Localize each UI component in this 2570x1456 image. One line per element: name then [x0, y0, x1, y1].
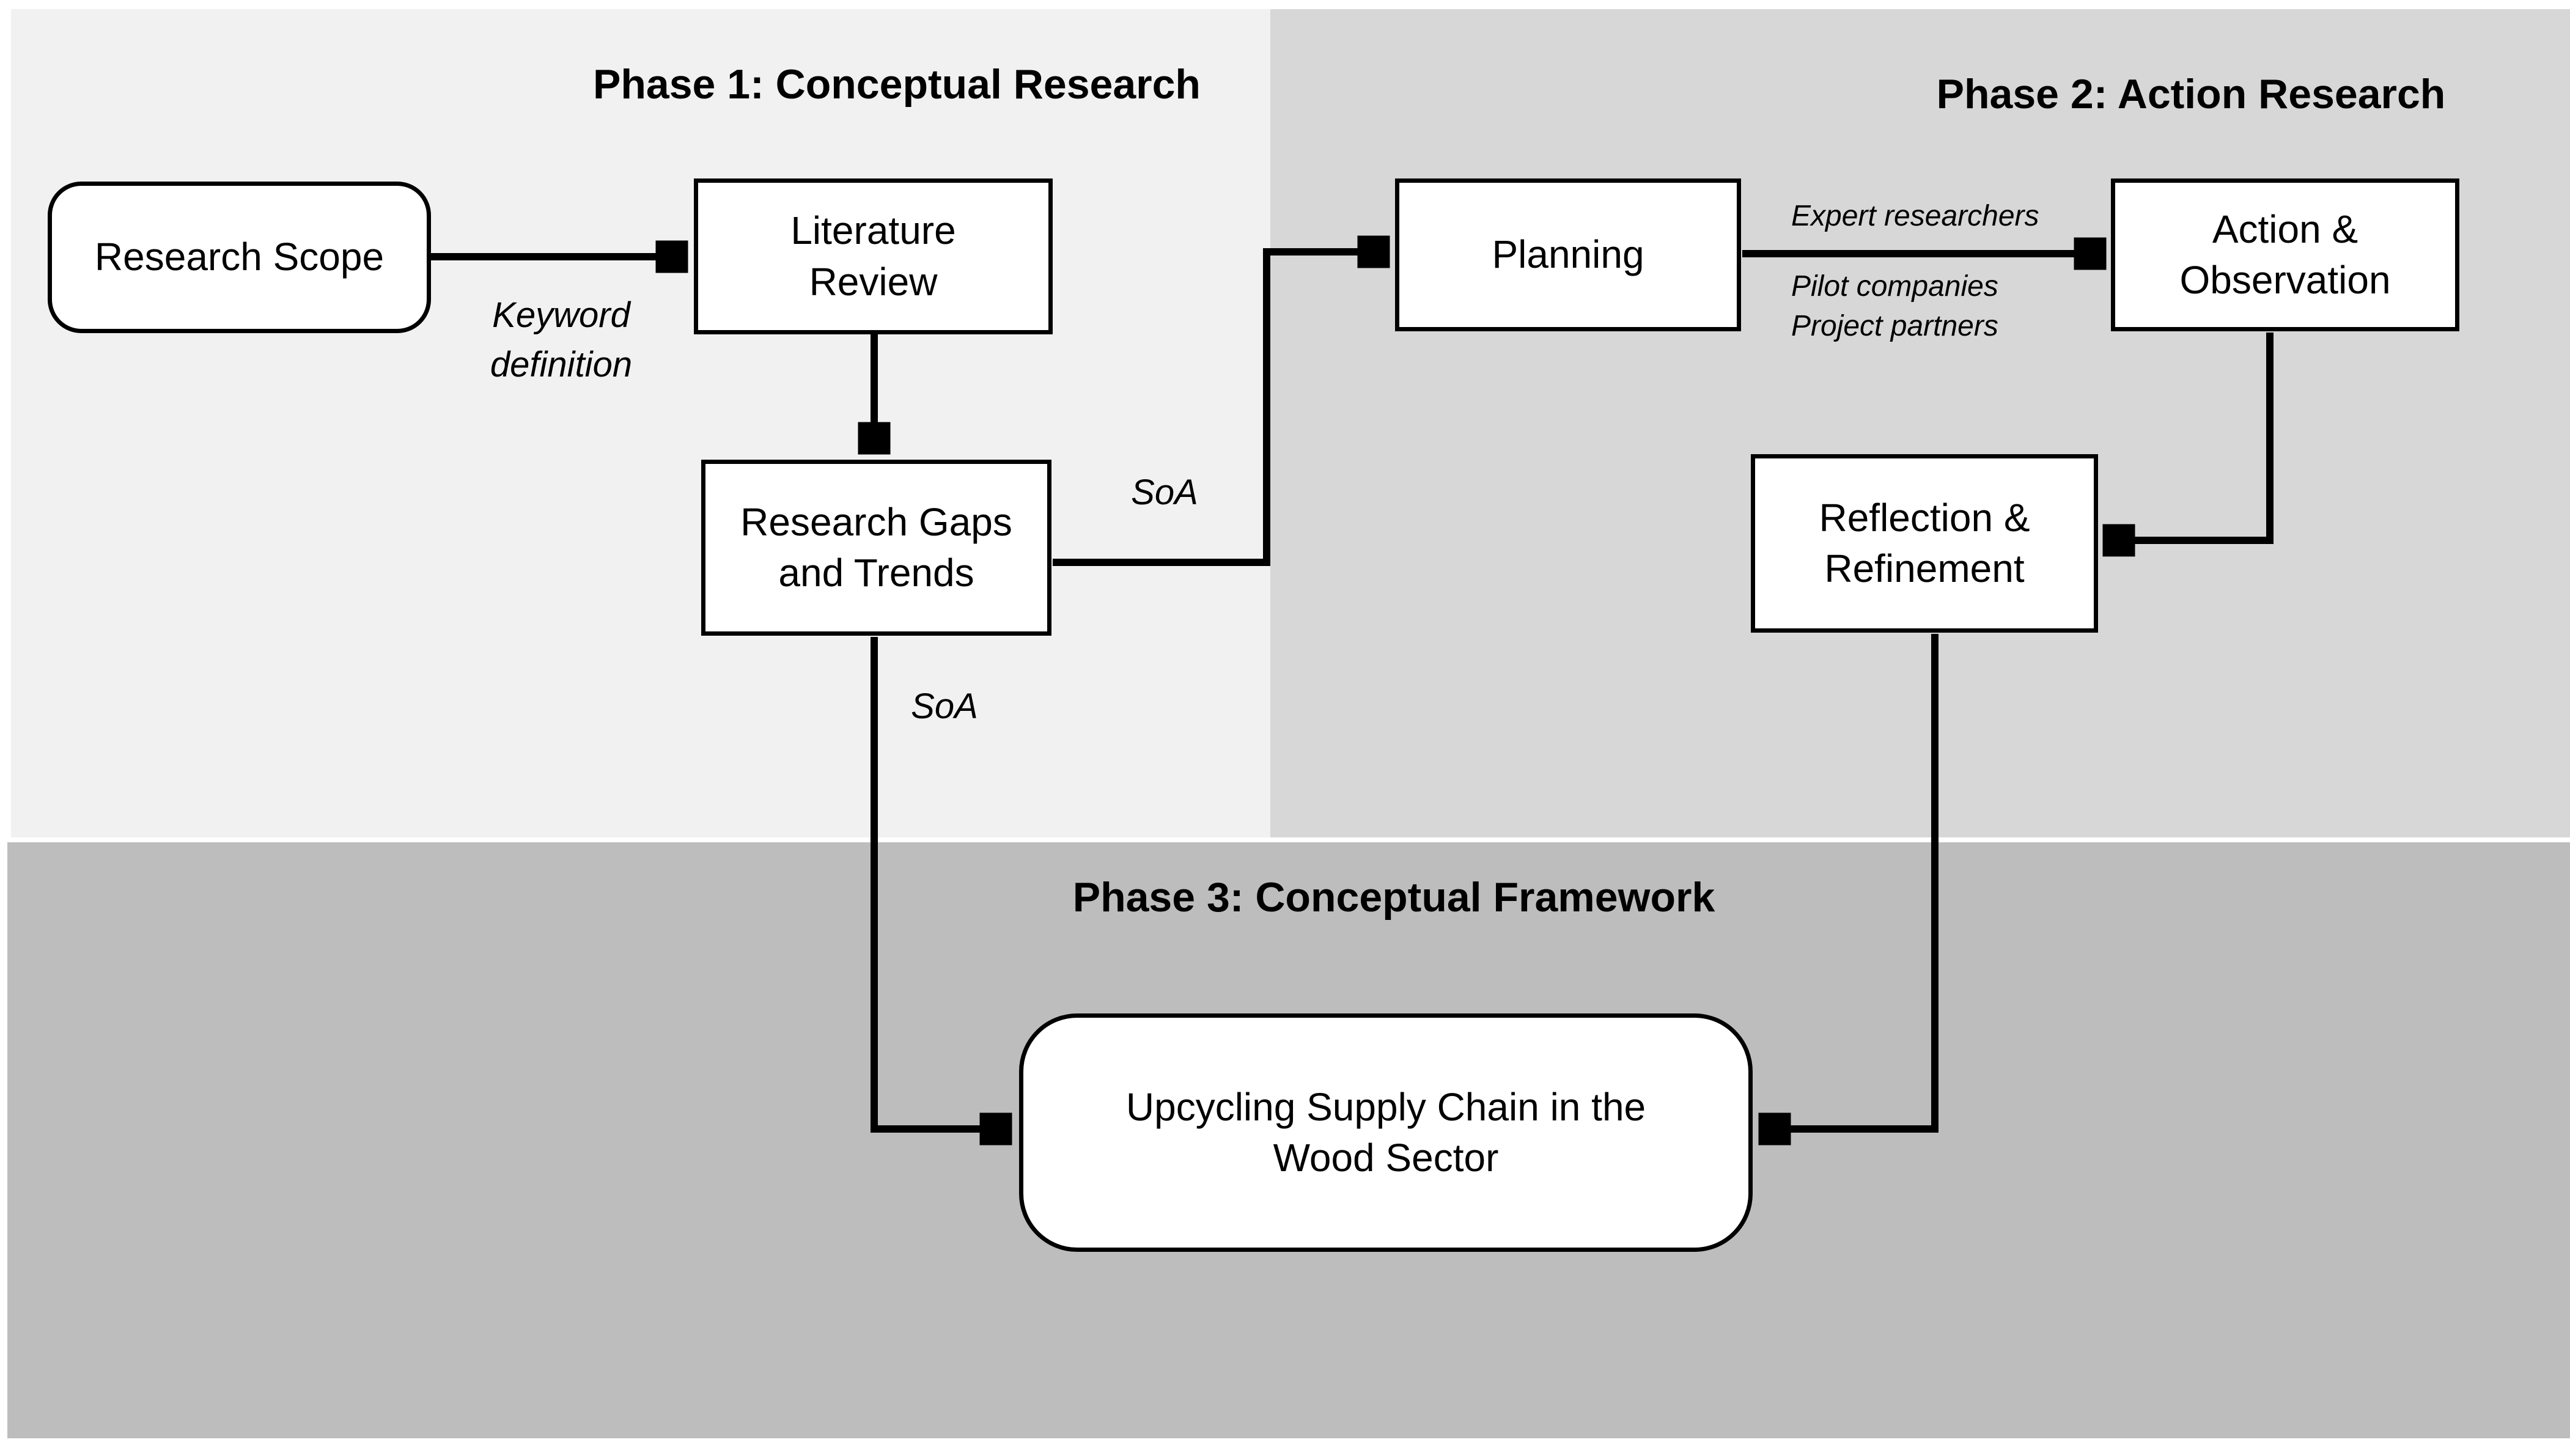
edge-label-keyword-definition: Keyword definition	[490, 295, 633, 385]
node-research-scope: Research Scope	[48, 182, 431, 333]
phase3-title: Phase 3: Conceptual Framework	[1072, 874, 1715, 921]
node-upcycling-supply-chain: Upcycling Supply Chain in the Wood Secto…	[1019, 1013, 1753, 1252]
phase1-background	[11, 9, 1270, 837]
phase2-title: Phase 2: Action Research	[1936, 71, 2446, 117]
phase1-title: Phase 1: Conceptual Research	[593, 61, 1201, 108]
phase2-background	[1270, 9, 2570, 837]
node-research-gaps-label: Research Gaps and Trends	[740, 499, 1012, 595]
edge-research-gaps-to-planning	[1053, 252, 1386, 566]
node-literature-review: Literature Review	[694, 178, 1053, 334]
edge-label-expert-researchers: Expert researchers	[1791, 200, 2039, 232]
edge-action-observation-to-reflection-refinement	[2106, 333, 2274, 540]
edge-label-pilot-companies: Pilot companies	[1791, 270, 1998, 303]
node-upcycling-label: Upcycling Supply Chain in the Wood Secto…	[1125, 1084, 1646, 1180]
node-research-gaps-and-trends: Research Gaps and Trends	[701, 460, 1051, 636]
node-literature-review-label: Literature Review	[790, 208, 956, 304]
edge-label-soa-to-planning: SoA	[1131, 472, 1198, 512]
edge-label-soa-to-framework: SoA	[911, 686, 978, 726]
edge-label-project-partners: Project partners	[1791, 310, 1998, 342]
node-action-observation-label: Action & Observation	[2179, 207, 2391, 302]
node-research-scope-label: Research Scope	[94, 235, 385, 279]
node-planning-label: Planning	[1492, 232, 1644, 277]
edge-reflection-refinement-to-upcycling	[1762, 634, 1939, 1129]
node-action-observation: Action & Observation	[2111, 178, 2459, 331]
node-planning: Planning	[1395, 178, 1741, 331]
node-reflection-refinement: Reflection & Refinement	[1751, 454, 2098, 633]
node-reflection-refinement-label: Reflection & Refinement	[1819, 495, 2030, 590]
edge-research-gaps-to-upcycling	[871, 637, 1009, 1129]
